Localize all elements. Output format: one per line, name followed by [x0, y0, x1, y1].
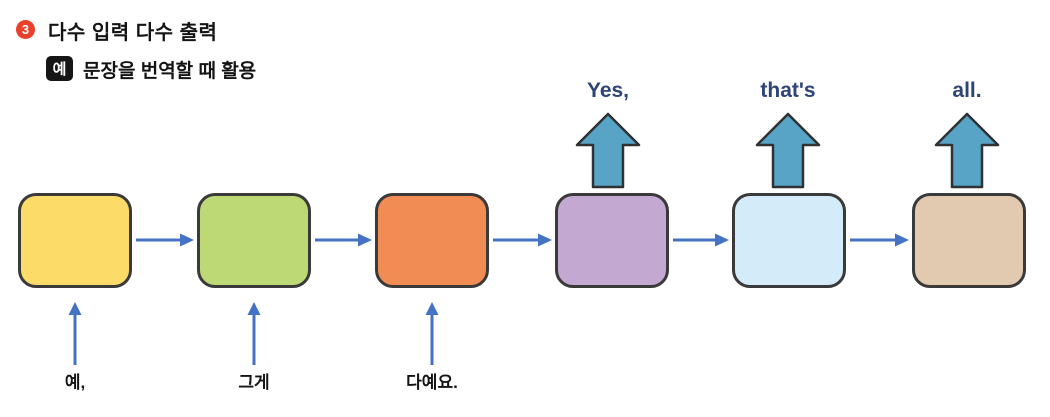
output-arrow-1 [575, 112, 641, 189]
output-label-1: Yes, [586, 79, 630, 102]
section-number-badge: 3 [16, 20, 35, 39]
input-arrow-1 [68, 302, 82, 365]
rnn-cell-2 [197, 193, 311, 288]
rnn-cell-3 [375, 193, 489, 288]
input-arrow-2 [247, 302, 261, 365]
section-title: 다수 입력 다수 출력 [48, 22, 218, 44]
example-text: 문장을 번역할 때 활용 [83, 61, 257, 82]
rnn-cell-6 [912, 193, 1026, 288]
input-label-3: 다예요. [406, 373, 458, 392]
connector-arrow-1 [136, 233, 194, 247]
rnn-cell-4 [555, 193, 669, 288]
output-label-3: all. [952, 79, 982, 102]
connector-arrow-2 [315, 233, 372, 247]
rnn-cell-5 [732, 193, 846, 288]
rnn-cell-1 [18, 193, 132, 288]
connector-arrow-4 [673, 233, 729, 247]
connector-arrow-5 [850, 233, 909, 247]
section-number: 3 [21, 22, 30, 37]
output-arrow-3 [934, 112, 1000, 189]
connector-arrow-3 [493, 233, 552, 247]
output-label-2: that's [760, 79, 816, 102]
example-badge: 예 [46, 56, 73, 81]
input-arrow-3 [425, 302, 439, 365]
output-arrow-2 [755, 112, 821, 189]
input-label-1: 예, [64, 373, 86, 392]
input-label-2: 그게 [238, 373, 270, 392]
